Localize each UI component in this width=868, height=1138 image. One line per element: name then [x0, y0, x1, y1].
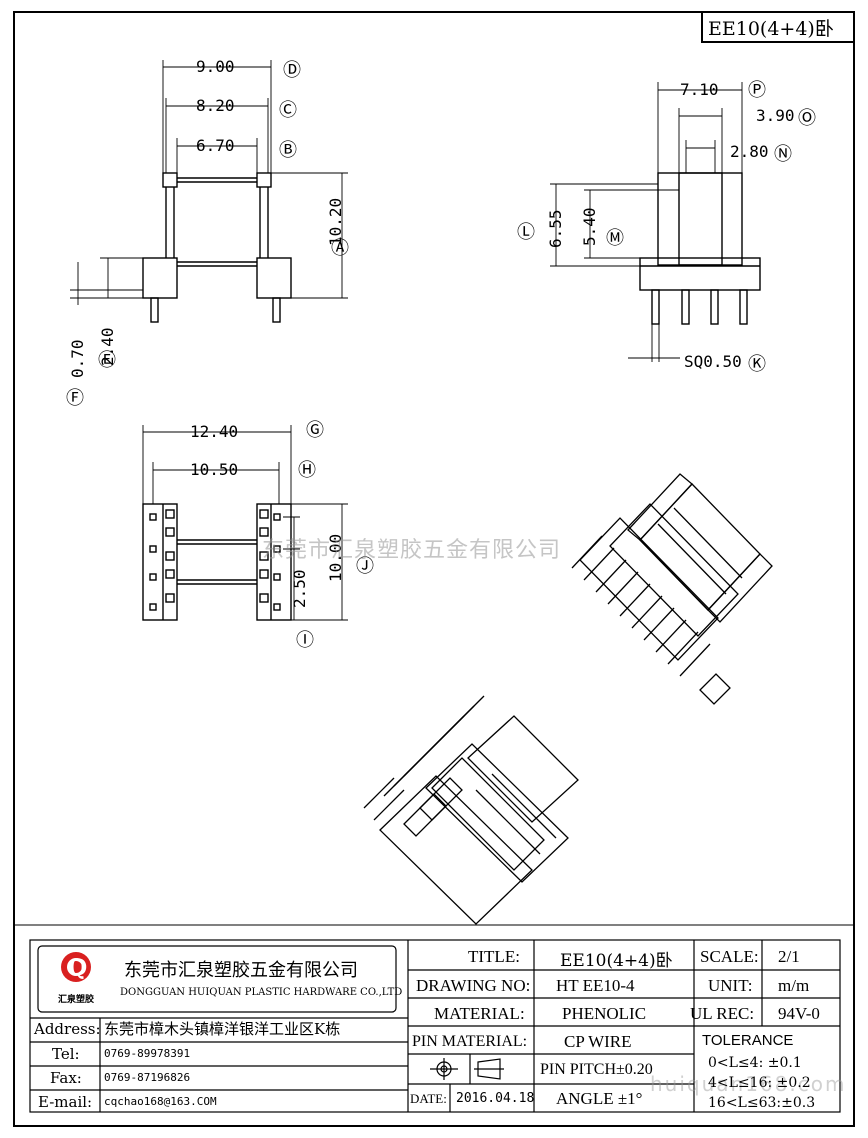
dim-D: 9.00 [196, 57, 235, 76]
dim-C: 8.20 [196, 96, 235, 115]
dim-L: 6.55 [546, 209, 565, 248]
angle: ANGLE ±1° [556, 1089, 643, 1108]
marker-N: Ⓝ [774, 144, 792, 165]
marker-P: Ⓟ [748, 80, 766, 101]
address-value: 东莞市樟木头镇樟洋银洋工业区K栋 [104, 1020, 341, 1038]
bottom-view [142, 503, 292, 621]
marker-E: Ⓔ [98, 350, 116, 371]
watermark-text: 东莞市汇泉塑胶五金有限公司 [262, 538, 562, 563]
unit-label: UNIT: [708, 976, 753, 995]
marker-F: Ⓕ [66, 388, 84, 409]
dim-O: 3.90 [756, 106, 795, 125]
marker-K: Ⓚ [748, 354, 766, 375]
pin-material-label: PIN MATERIAL: [412, 1033, 528, 1050]
front-view-dims [70, 60, 348, 305]
dim-P: 7.10 [680, 80, 719, 99]
marker-I: Ⓘ [296, 630, 314, 651]
dim-B: 6.70 [196, 136, 235, 155]
fax-label: Fax: [50, 1069, 82, 1087]
tolerance-row-2: 4<L≤16: ±0.2 [708, 1075, 811, 1091]
ul-rec-value: 94V-0 [778, 1004, 820, 1023]
dim-M: 5.40 [580, 207, 599, 246]
side-view [639, 172, 761, 325]
title-label: TITLE: [468, 947, 520, 966]
scale-label: SCALE: [700, 947, 759, 966]
watermark-url: huiquan168.com [650, 1072, 847, 1096]
dim-I: 2.50 [290, 569, 309, 608]
tolerance-heading: TOLERANCE [702, 1032, 794, 1049]
scale-value: 2/1 [778, 947, 800, 966]
isometric-view-top [571, 473, 773, 705]
title-value: EE10(4+4)卧 [560, 951, 673, 971]
sheet-border [13, 11, 855, 1127]
company-logo [61, 952, 91, 982]
tolerance-row-1: 0<L≤4: ±0.1 [708, 1055, 802, 1071]
drawing-no-value: HT EE10-4 [556, 976, 635, 995]
marker-M: Ⓜ [606, 228, 624, 249]
company-name-en: DONGGUAN HUIQUAN PLASTIC HARDWARE CO.,LT… [120, 987, 403, 998]
tolerance-row-3: 16<L≤63:±0.3 [708, 1095, 816, 1111]
bottom-view-dims [142, 425, 348, 621]
title-block-grid [29, 939, 841, 1113]
marker-L: Ⓛ [517, 222, 535, 243]
marker-D: Ⓓ [283, 60, 301, 81]
dim-K: SQ0.50 [684, 352, 742, 371]
tel-label: Tel: [52, 1045, 80, 1063]
part-id-label: EE10(4+4)卧 [708, 18, 834, 40]
side-view-dims [550, 82, 743, 362]
email-label: E-mail: [38, 1093, 93, 1111]
company-name-cn: 东莞市汇泉塑胶五金有限公司 [124, 960, 358, 981]
projection-symbol [430, 1058, 504, 1080]
pin-material-value: CP WIRE [564, 1032, 632, 1051]
drawing-no-label: DRAWING NO: [416, 976, 531, 995]
isometric-view-bottom [363, 695, 579, 925]
date-label: DATE: [410, 1091, 447, 1106]
front-view [142, 172, 292, 323]
marker-A: Ⓐ [331, 238, 349, 259]
dim-F: 0.70 [68, 339, 87, 378]
part-id-box [701, 11, 855, 43]
marker-C: Ⓒ [279, 100, 297, 121]
dim-G: 12.40 [190, 422, 239, 441]
ul-rec-label: UL REC: [690, 1004, 755, 1023]
marker-H: Ⓗ [298, 460, 316, 481]
unit-value: m/m [778, 976, 810, 995]
material-value: PHENOLIC [562, 1004, 647, 1023]
logo-text: 汇泉塑胶 [58, 995, 95, 1005]
marker-J: Ⓙ [356, 556, 374, 577]
fax-value: 0769-87196826 [104, 1071, 191, 1084]
marker-O: Ⓞ [798, 108, 816, 129]
pin-pitch: PIN PITCH±0.20 [540, 1061, 653, 1078]
tel-value: 0769-89978391 [104, 1047, 191, 1060]
marker-G: Ⓖ [306, 420, 324, 441]
email-value: cqchao168@163.COM [104, 1095, 217, 1108]
material-label: MATERIAL: [434, 1004, 525, 1023]
marker-B: Ⓑ [279, 140, 297, 161]
address-label: Address: [34, 1020, 101, 1038]
dim-H: 10.50 [190, 460, 239, 479]
dim-N: 2.80 [730, 142, 769, 161]
logo-letter: Q [68, 955, 88, 981]
date-value: 2016.04.18 [456, 1091, 535, 1106]
